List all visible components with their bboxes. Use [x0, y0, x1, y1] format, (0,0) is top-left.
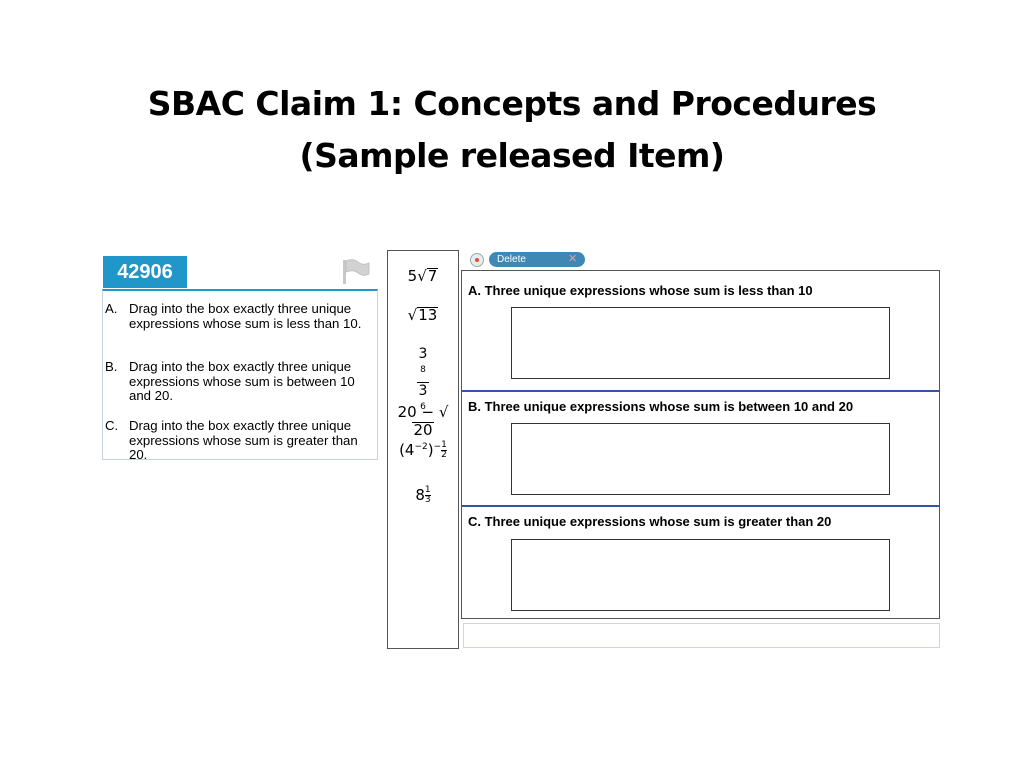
- draggable-expression-5-sqrt-7[interactable]: 5√7: [407, 267, 439, 285]
- draggable-expression-20-minus-sqrt-20[interactable]: 20 − √20: [397, 403, 449, 439]
- drop-box-b[interactable]: [511, 423, 890, 495]
- expr-exp-den: 2: [441, 450, 447, 460]
- expr-coef: 5: [407, 267, 418, 285]
- drop-box-a[interactable]: [511, 307, 890, 379]
- drop-zones-panel: A. Three unique expressions whose sum is…: [461, 270, 940, 619]
- expr-prefix: 20 −: [397, 403, 439, 421]
- prompt-text: Drag into the box exactly three unique e…: [129, 359, 355, 403]
- draggable-expression-sqrt-13[interactable]: √13: [407, 306, 439, 324]
- item-id-badge: 42906: [103, 256, 187, 288]
- expr-exp-num: 1: [424, 485, 431, 496]
- zone-divider: [462, 505, 939, 507]
- expr-num-exp: 8: [420, 365, 426, 375]
- zone-divider: [462, 390, 939, 392]
- expr-exp-den: 3: [424, 495, 431, 505]
- expr-close: ): [427, 441, 434, 459]
- response-footer-bar: [463, 623, 940, 648]
- expr-den-exp: 6: [420, 401, 426, 412]
- delete-button[interactable]: Delete: [489, 252, 585, 267]
- zone-label-c: C. Three unique expressions whose sum is…: [468, 514, 832, 529]
- slide-title-line-1: SBAC Claim 1: Concepts and Procedures: [147, 84, 877, 123]
- zone-label-a: A. Three unique expressions whose sum is…: [468, 283, 813, 298]
- prompt-letter: B.: [105, 359, 118, 374]
- slide-title: SBAC Claim 1: Concepts and Procedures (S…: [0, 78, 1024, 182]
- close-icon[interactable]: ✕: [568, 253, 578, 265]
- prompt-text: Drag into the box exactly three unique e…: [129, 418, 358, 462]
- expr-inner-exp: −2: [414, 442, 428, 452]
- expr-radicand: 7: [426, 267, 439, 285]
- expr-radicand: 13: [417, 306, 439, 324]
- draggable-expression-3-8-over-3-6[interactable]: 3 8 3 6: [388, 346, 458, 418]
- item-prompt-panel: A. Drag into the box exactly three uniqu…: [102, 289, 378, 462]
- expr-radicand: 20: [412, 421, 434, 439]
- drop-box-c[interactable]: [511, 539, 890, 611]
- expr-base: 8: [415, 486, 425, 504]
- prompt-text: Drag into the box exactly three unique e…: [129, 301, 362, 331]
- prompt-letter: A.: [105, 301, 118, 316]
- expr-exp-sign: −: [433, 442, 442, 452]
- prompt-letter: C.: [105, 418, 119, 433]
- expr-exp-num: 1: [441, 440, 447, 451]
- expr-base: (4: [399, 441, 415, 459]
- slide-title-line-2: (Sample released Item): [299, 136, 725, 175]
- delete-button-label: Delete: [497, 254, 526, 265]
- delete-icon[interactable]: [470, 253, 484, 267]
- expr-numerator: 3: [418, 346, 428, 362]
- expr-denominator: 3: [418, 382, 428, 399]
- zone-label-b: B. Three unique expressions whose sum is…: [468, 399, 854, 414]
- flag-icon[interactable]: [341, 258, 371, 284]
